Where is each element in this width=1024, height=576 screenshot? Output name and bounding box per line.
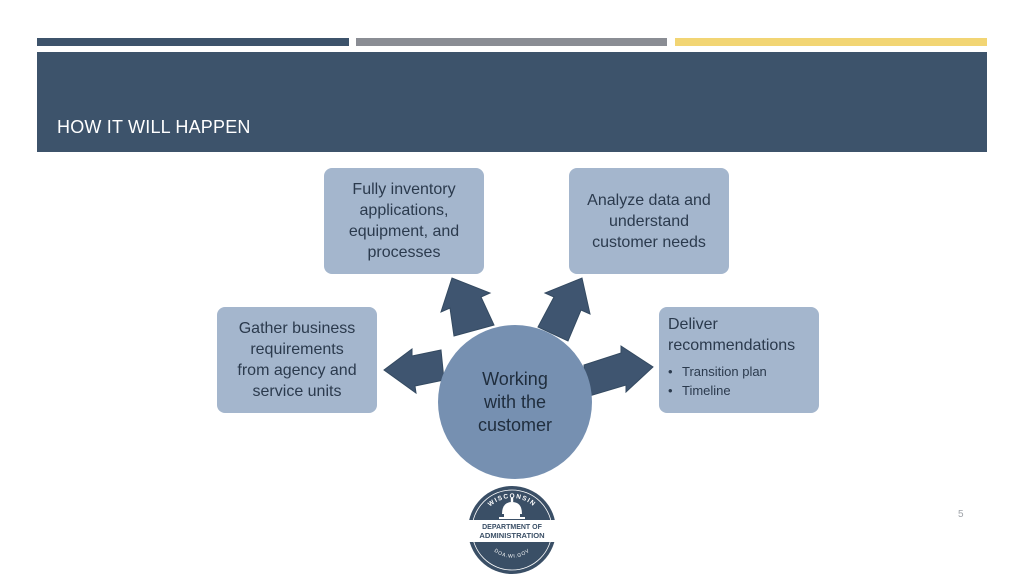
node-inventory-line: processes: [367, 244, 441, 261]
node-gather-line: requirements: [250, 341, 344, 358]
node-gather-line: Gather business: [238, 320, 356, 337]
accent-stripe-navy: [37, 38, 349, 46]
node-gather: Gather business requirements from agency…: [217, 307, 377, 413]
page-number: 5: [958, 509, 964, 520]
node-analyze-line: understand: [608, 212, 690, 230]
center-node: Working with the customer: [438, 325, 592, 479]
header-band: HOW IT WILL HAPPEN: [37, 52, 987, 152]
node-deliver-title-line: Deliver: [668, 316, 718, 333]
logo-bottom-text: DOA.WI.GOV: [493, 548, 531, 560]
bullet-item: Timeline: [668, 381, 810, 400]
node-inventory: Fully inventory applications, equipment,…: [324, 168, 484, 274]
node-gather-line: service units: [252, 383, 342, 400]
node-deliver-bullets: Transition plan Timeline: [668, 362, 810, 400]
bullet-item: Transition plan: [668, 362, 810, 381]
capitol-icon: [499, 498, 525, 519]
logo-line-2: ADMINISTRATION: [479, 531, 544, 540]
arrow-to-deliver: [583, 345, 654, 398]
node-analyze-line: customer needs: [592, 233, 706, 251]
accent-stripe-gray: [356, 38, 667, 46]
arrow-to-gather: [383, 348, 445, 395]
slide-title: HOW IT WILL HAPPEN: [57, 117, 251, 137]
logo-line-1: DEPARTMENT OF: [482, 524, 542, 531]
doa-logo: WISCONSIN DEPARTMENT OF ADMINISTRATION D…: [466, 486, 558, 574]
node-inventory-line: Fully inventory: [352, 181, 456, 198]
node-deliver: Deliver recommendations Transition plan …: [659, 307, 819, 413]
node-analyze-line: Analyze data and: [587, 191, 711, 209]
center-node-line: customer: [477, 414, 553, 435]
node-gather-line: from agency and: [237, 362, 357, 379]
arrow-to-inventory: [440, 277, 495, 337]
logo-banner: [466, 520, 558, 542]
accent-stripe-gold: [675, 38, 987, 46]
node-analyze: Analyze data and understand customer nee…: [569, 168, 729, 274]
arrow-to-analyze: [537, 277, 591, 342]
node-inventory-line: equipment, and: [348, 223, 460, 240]
center-node-line: with the: [483, 391, 547, 412]
node-deliver-title-line: recommendations: [668, 337, 796, 354]
node-deliver-title: Deliver recommendations: [668, 314, 810, 356]
node-inventory-line: applications,: [359, 202, 449, 219]
center-node-line: Working: [482, 368, 548, 389]
